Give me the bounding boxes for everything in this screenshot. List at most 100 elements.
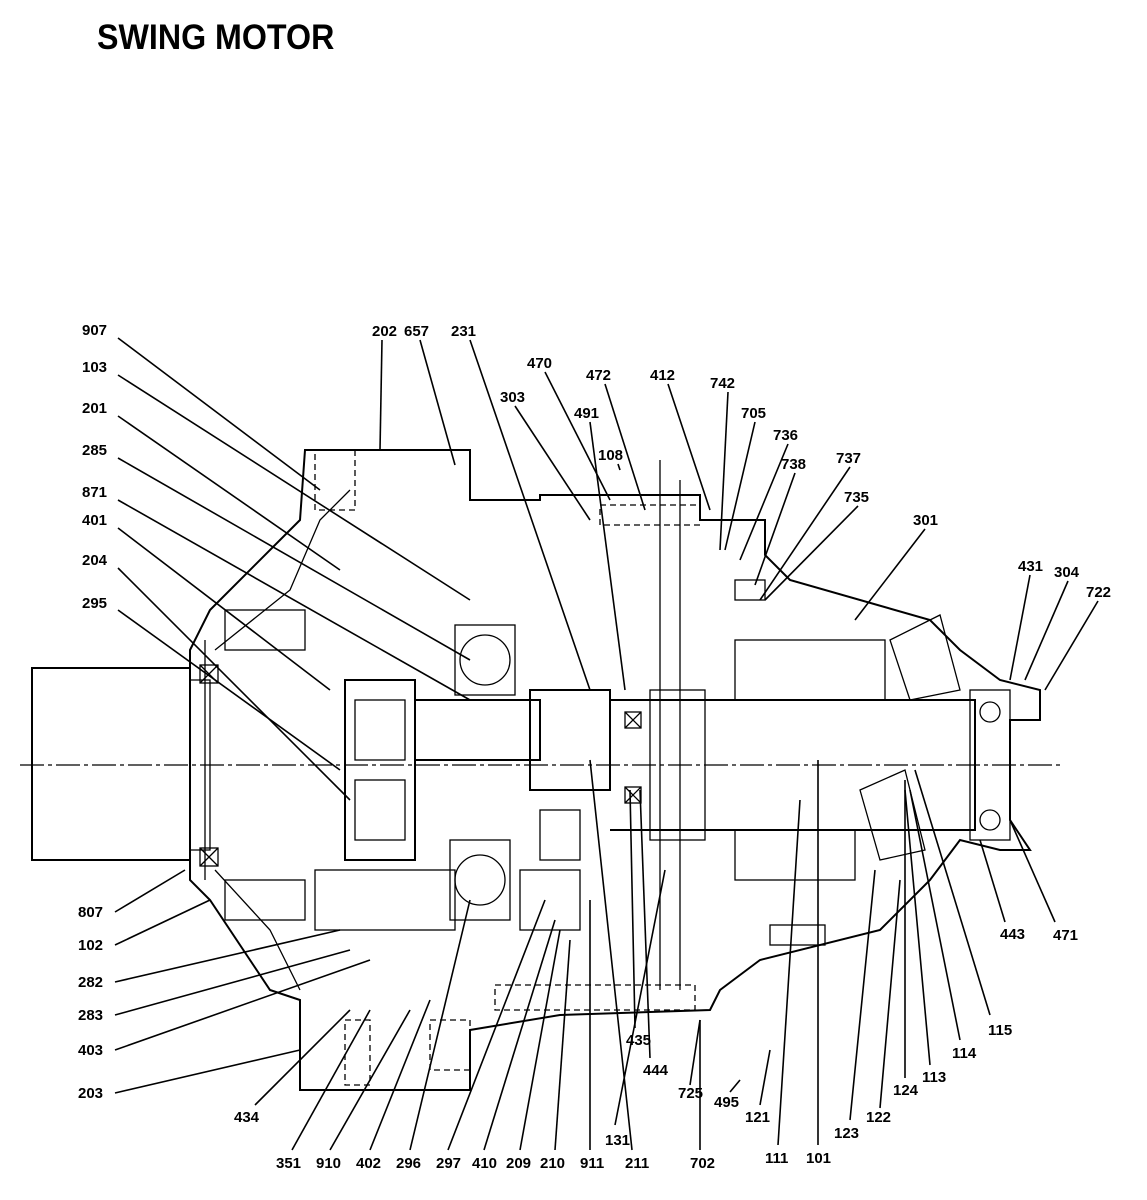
leader-line-201 — [117, 415, 341, 571]
leader-line-431 — [1009, 574, 1031, 681]
part-label-907: 907 — [82, 322, 107, 339]
part-label-410: 410 — [472, 1155, 497, 1172]
leader-line-123 — [849, 869, 876, 1121]
leader-line-301 — [854, 528, 926, 621]
part-label-131: 131 — [605, 1132, 630, 1149]
part-label-742: 742 — [710, 375, 735, 392]
part-label-495: 495 — [714, 1094, 739, 1111]
leader-line-410 — [483, 919, 556, 1151]
leader-line-285 — [117, 457, 471, 661]
part-label-735: 735 — [844, 489, 869, 506]
leader-line-471 — [1009, 819, 1056, 923]
part-label-702: 702 — [690, 1155, 715, 1172]
part-label-871: 871 — [82, 484, 107, 501]
leader-line-401 — [117, 527, 331, 691]
part-label-722: 722 — [1086, 584, 1111, 601]
part-label-705: 705 — [741, 405, 766, 422]
part-label-471: 471 — [1053, 927, 1078, 944]
part-label-113: 113 — [922, 1069, 946, 1086]
leader-line-402 — [369, 999, 431, 1151]
leader-line-297 — [447, 899, 546, 1151]
leader-line-910 — [329, 1009, 411, 1151]
leader-line-202 — [379, 339, 383, 451]
part-label-210: 210 — [540, 1155, 565, 1172]
leader-line-303 — [514, 405, 591, 521]
part-label-101: 101 — [806, 1150, 831, 1167]
leader-line-203 — [114, 1049, 301, 1094]
part-label-807: 807 — [78, 904, 103, 921]
leader-line-472 — [604, 383, 646, 511]
leader-line-102 — [114, 899, 211, 946]
leader-line-470 — [544, 371, 611, 501]
part-label-209: 209 — [506, 1155, 531, 1172]
leader-line-296 — [409, 899, 471, 1151]
leader-line-114 — [909, 789, 961, 1041]
leader-line-435 — [629, 789, 636, 1029]
leader-line-210 — [554, 939, 571, 1151]
leader-line-108 — [617, 463, 621, 471]
part-label-657: 657 — [404, 323, 429, 340]
part-label-435: 435 — [626, 1032, 651, 1049]
leader-line-131 — [614, 869, 666, 1126]
leader-line-351 — [291, 1009, 371, 1151]
part-label-102: 102 — [78, 937, 103, 954]
part-label-124: 124 — [893, 1082, 919, 1099]
part-label-285: 285 — [82, 442, 107, 459]
part-label-115: 115 — [988, 1022, 1012, 1039]
leader-line-103 — [117, 374, 471, 601]
part-label-403: 403 — [78, 1042, 103, 1059]
part-label-201: 201 — [82, 400, 107, 417]
part-label-434: 434 — [234, 1109, 260, 1126]
leader-line-115 — [914, 769, 991, 1016]
part-label-725: 725 — [678, 1085, 703, 1102]
leader-line-412 — [667, 383, 711, 511]
part-label-204: 204 — [82, 552, 108, 569]
leader-line-738 — [754, 472, 796, 586]
part-label-737: 737 — [836, 450, 861, 467]
leader-line-495 — [729, 1079, 741, 1093]
part-label-303: 303 — [500, 389, 525, 406]
leader-line-871 — [117, 499, 471, 701]
part-label-283: 283 — [78, 1007, 103, 1024]
part-label-122: 122 — [866, 1109, 891, 1126]
leader-line-657 — [419, 339, 456, 466]
leader-line-491 — [589, 421, 626, 691]
leader-line-722 — [1044, 600, 1099, 691]
part-label-123: 123 — [834, 1125, 859, 1142]
leader-line-807 — [114, 869, 186, 913]
part-label-108: 108 — [598, 447, 623, 464]
part-label-304: 304 — [1054, 564, 1080, 581]
leader-line-443 — [979, 839, 1006, 923]
leader-line-403 — [114, 959, 371, 1051]
leader-line-725 — [689, 1019, 701, 1086]
leader-line-211 — [589, 759, 633, 1151]
part-label-444: 444 — [643, 1062, 669, 1079]
part-label-402: 402 — [356, 1155, 381, 1172]
leader-line-282 — [114, 929, 341, 983]
leader-line-907 — [117, 337, 321, 491]
leader-line-736 — [739, 443, 789, 561]
part-label-910: 910 — [316, 1155, 341, 1172]
part-label-231: 231 — [451, 323, 476, 340]
leader-line-737 — [759, 466, 851, 601]
leader-line-434 — [254, 1009, 351, 1106]
part-label-114: 114 — [952, 1045, 977, 1062]
leader-line-122 — [879, 879, 901, 1109]
leader-line-121 — [759, 1049, 771, 1106]
leader-line-204 — [117, 567, 351, 801]
part-label-211: 211 — [625, 1155, 649, 1172]
leader-line-209 — [519, 929, 561, 1151]
leader-line-113 — [904, 789, 931, 1066]
leader-line-231 — [469, 339, 591, 691]
part-label-472: 472 — [586, 367, 611, 384]
motor-body-outline — [20, 449, 1060, 1091]
leader-line-111 — [777, 799, 801, 1146]
leader-line-283 — [114, 949, 351, 1016]
part-label-736: 736 — [773, 427, 798, 444]
diagram-title: SWING MOTOR — [97, 18, 335, 57]
part-label-202: 202 — [372, 323, 397, 340]
leader-line-742 — [719, 391, 729, 551]
leader-line-444 — [639, 789, 651, 1059]
